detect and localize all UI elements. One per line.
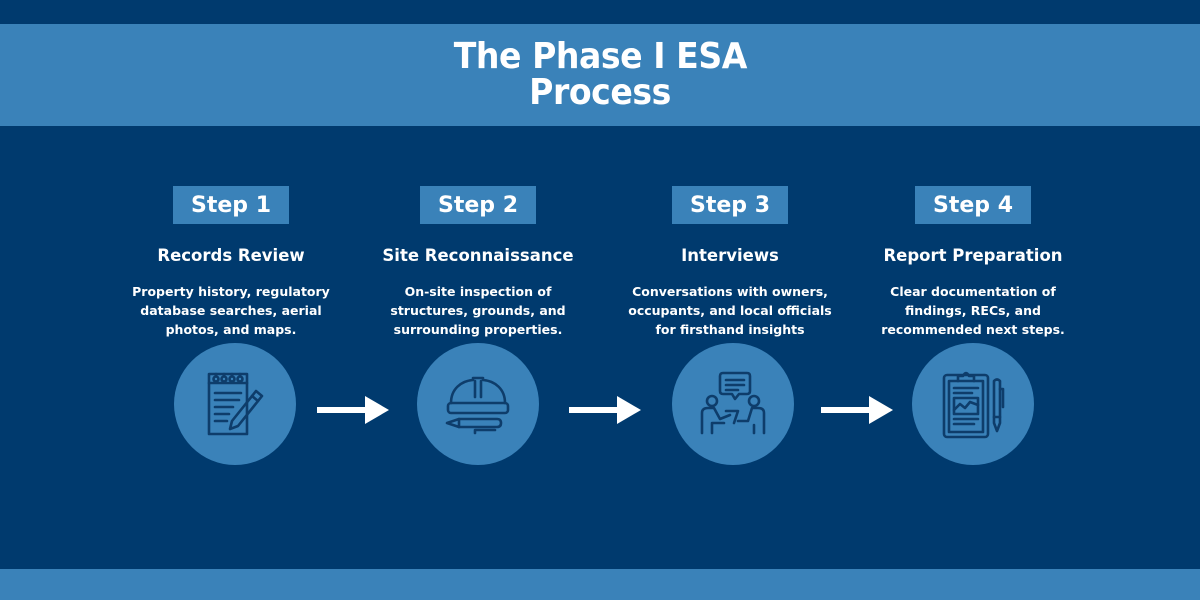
clipboard-report-icon	[942, 371, 1005, 439]
step-3: Step 3 Interviews Conversations with own…	[605, 186, 855, 339]
step-title: Site Reconnaissance	[382, 246, 574, 265]
page-title-line-1: The Phase I ESA	[453, 36, 747, 77]
step-2-icon-circle	[417, 343, 539, 465]
step-title: Records Review	[157, 246, 305, 265]
step-4: Step 4 Report Preparation Clear document…	[848, 186, 1098, 339]
step-1: Step 1 Records Review Property history, …	[106, 186, 356, 339]
step-3-icon-circle	[672, 343, 794, 465]
step-badge: Step 3	[672, 186, 788, 224]
step-description: Property history, regulatory database se…	[132, 284, 330, 337]
arrow-right-icon	[569, 396, 641, 424]
notepad-pencil-icon	[207, 372, 264, 436]
footer-band	[0, 569, 1200, 600]
step-description: Conversations with owners, occupants, an…	[628, 284, 832, 337]
step-badge: Step 1	[173, 186, 289, 224]
step-title: Report Preparation	[883, 246, 1063, 265]
arrow-right-icon	[821, 396, 893, 424]
step-badge: Step 2	[420, 186, 536, 224]
interview-people-icon	[700, 371, 766, 435]
step-1-icon-circle	[174, 343, 296, 465]
step-title: Interviews	[681, 246, 779, 265]
hard-hat-pencil-icon	[445, 376, 510, 435]
page-title-line-2: Process	[529, 72, 671, 113]
step-description: Clear documentation of findings, RECs, a…	[881, 284, 1065, 337]
step-badge: Step 4	[915, 186, 1031, 224]
step-4-icon-circle	[912, 343, 1034, 465]
step-description: On-site inspection of structures, ground…	[390, 284, 566, 337]
arrow-right-icon	[317, 396, 389, 424]
title-banner: The Phase I ESA Process	[0, 24, 1200, 126]
step-2: Step 2 Site Reconnaissance On-site inspe…	[353, 186, 603, 339]
